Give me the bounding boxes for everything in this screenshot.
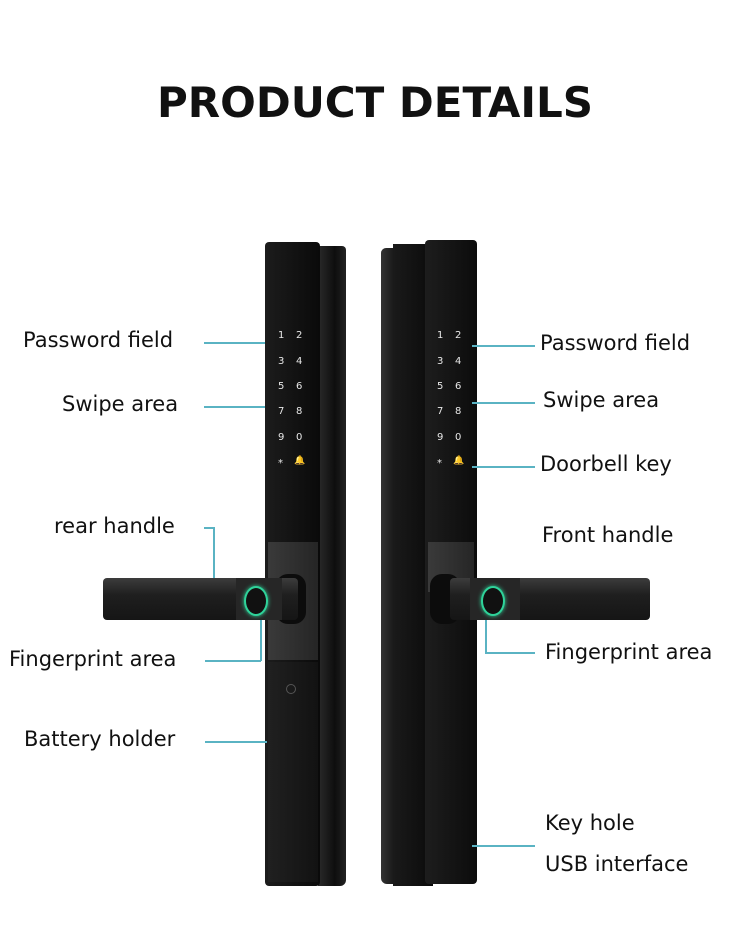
key-8[interactable]: 8 [296,406,303,417]
doorbell-icon[interactable]: 🔔 [453,456,465,466]
label-doorbell-key: Doorbell key [540,452,672,476]
label-fingerprint-area-right: Fingerprint area [545,640,713,664]
label-password-field-left: Password field [23,328,174,352]
label-front-handle: Front handle [542,523,674,547]
doorbell-icon[interactable]: 🔔 [294,456,306,466]
label-key-hole: Key hole [545,811,635,835]
key-0[interactable]: 0 [455,432,462,443]
key-6[interactable]: 6 [296,381,303,392]
label-swipe-area-right: Swipe area [543,388,660,412]
key-2[interactable]: 2 [455,330,462,341]
leader-line [204,342,265,344]
leader-line [213,527,215,578]
leader-line [205,660,261,662]
key-4[interactable]: 4 [455,356,462,367]
label-rear-handle: rear handle [54,514,175,538]
key-4[interactable]: 4 [296,356,303,367]
key-5[interactable]: 5 [437,381,444,392]
rear-lock-side [318,246,346,886]
label-swipe-area-left: Swipe area [62,392,179,416]
key-3[interactable]: 3 [278,356,285,367]
rear-fingerprint-sensor [244,586,268,616]
leader-line [204,527,214,529]
leader-line [260,620,262,661]
leader-line [472,845,535,847]
label-battery-holder: Battery holder [24,727,176,751]
key-9[interactable]: 9 [437,432,444,443]
battery-holder [268,662,318,882]
key-star[interactable]: * [437,458,442,469]
leader-line [472,345,535,347]
label-password-field-right: Password field [540,331,691,355]
leader-line [472,466,535,468]
key-7[interactable]: 7 [437,406,444,417]
key-8[interactable]: 8 [455,406,462,417]
leader-line [205,741,267,743]
label-usb-interface: USB interface [545,852,689,876]
leader-line [485,652,535,654]
key-6[interactable]: 6 [455,381,462,392]
key-2[interactable]: 2 [296,330,303,341]
page-title: PRODUCT DETAILS [157,78,593,127]
key-1[interactable]: 1 [437,330,444,341]
front-fingerprint-sensor [481,586,505,616]
key-1[interactable]: 1 [278,330,285,341]
battery-button [286,684,296,694]
leader-line [485,620,487,653]
leader-line [204,406,265,408]
key-3[interactable]: 3 [437,356,444,367]
key-star[interactable]: * [278,458,283,469]
leader-line [472,402,535,404]
label-fingerprint-area-left: Fingerprint area [9,647,177,671]
key-0[interactable]: 0 [296,432,303,443]
key-9[interactable]: 9 [278,432,285,443]
key-5[interactable]: 5 [278,381,285,392]
key-7[interactable]: 7 [278,406,285,417]
